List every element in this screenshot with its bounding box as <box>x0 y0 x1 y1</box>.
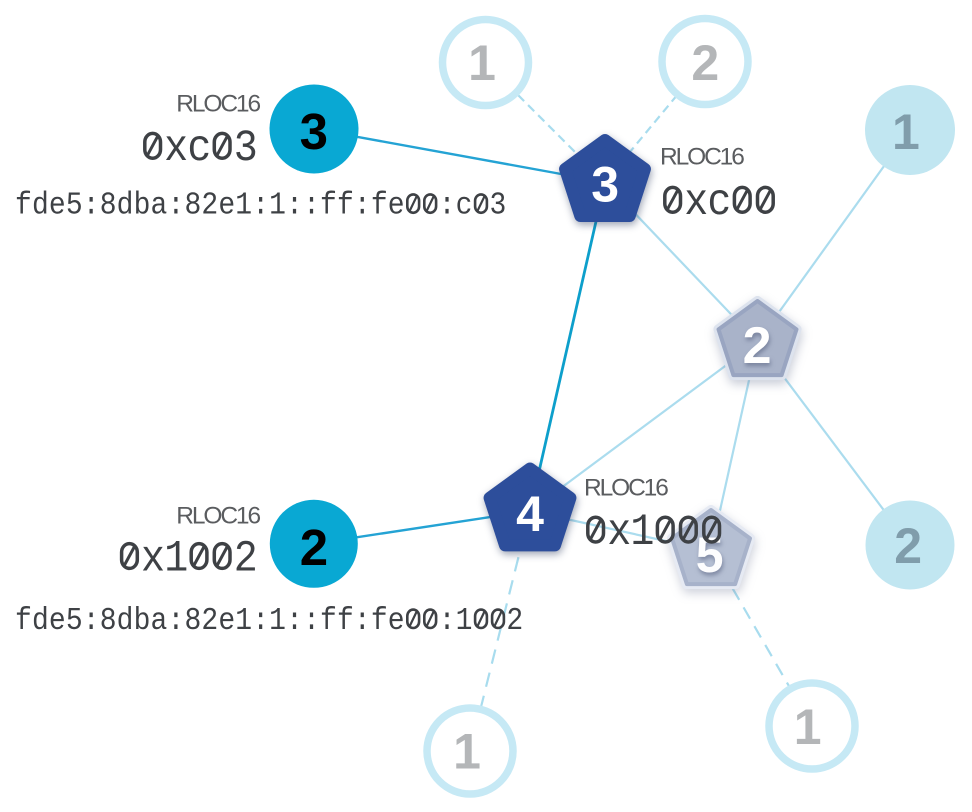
svg-text:2: 2 <box>743 317 772 375</box>
svg-text:fde5:8dba:82e1:1::ff:fe :c 3: fde5:8dba:82e1:1::ff:fe :c 3 <box>15 187 506 223</box>
svg-text:x1 2: x1 2 <box>118 533 257 584</box>
svg-text:2: 2 <box>300 519 328 576</box>
svg-text:2: 2 <box>691 35 719 91</box>
svg-text:RLOC16: RLOC16 <box>584 475 668 502</box>
svg-text:1: 1 <box>794 699 822 755</box>
svg-text:1: 1 <box>468 35 496 91</box>
svg-text:xc: xc <box>661 177 777 228</box>
svg-text:RLOC16: RLOC16 <box>660 144 744 171</box>
svg-text:1: 1 <box>892 104 920 160</box>
svg-text:2: 2 <box>894 518 922 574</box>
svg-text:xc 3: xc 3 <box>141 123 257 174</box>
svg-text:3: 3 <box>591 157 619 213</box>
svg-text:RLOC16: RLOC16 <box>176 91 260 118</box>
svg-text:4: 4 <box>516 486 544 542</box>
svg-text:RLOC16: RLOC16 <box>176 503 260 530</box>
svg-text:fde5:8dba:82e1:1::ff:fe :1 2: fde5:8dba:82e1:1::ff:fe :1 2 <box>15 602 523 638</box>
svg-text:3: 3 <box>300 103 328 160</box>
svg-text:1: 1 <box>453 723 481 779</box>
svg-text:x1: x1 <box>584 507 723 558</box>
